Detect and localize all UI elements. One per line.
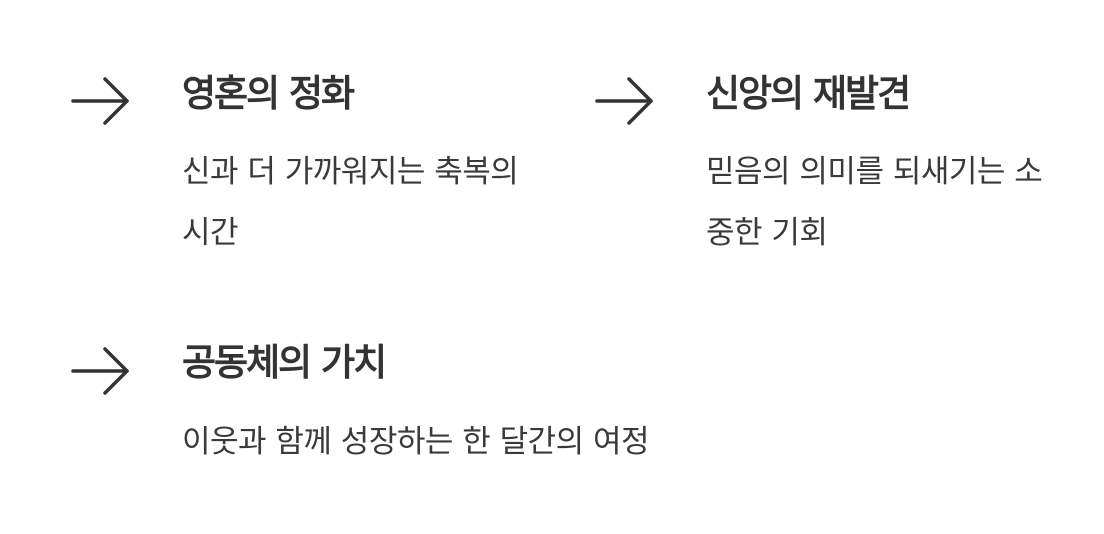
arrow-right-icon — [71, 347, 129, 395]
feature-title: 신앙의 재발견 — [706, 72, 911, 115]
arrow-right-icon — [595, 77, 653, 125]
feature-description: 이웃과 함께 성장하는 한 달간의 여정 — [182, 424, 650, 460]
feature-title: 영혼의 정화 — [182, 72, 355, 115]
arrow-right-icon — [71, 77, 129, 125]
feature-title: 공동체의 가치 — [182, 341, 387, 384]
feature-description: 믿음의 의미를 되새기는 소중한 기회 — [706, 154, 1043, 251]
feature-description: 신과 더 가까워지는 축복의 시간 — [182, 154, 519, 251]
